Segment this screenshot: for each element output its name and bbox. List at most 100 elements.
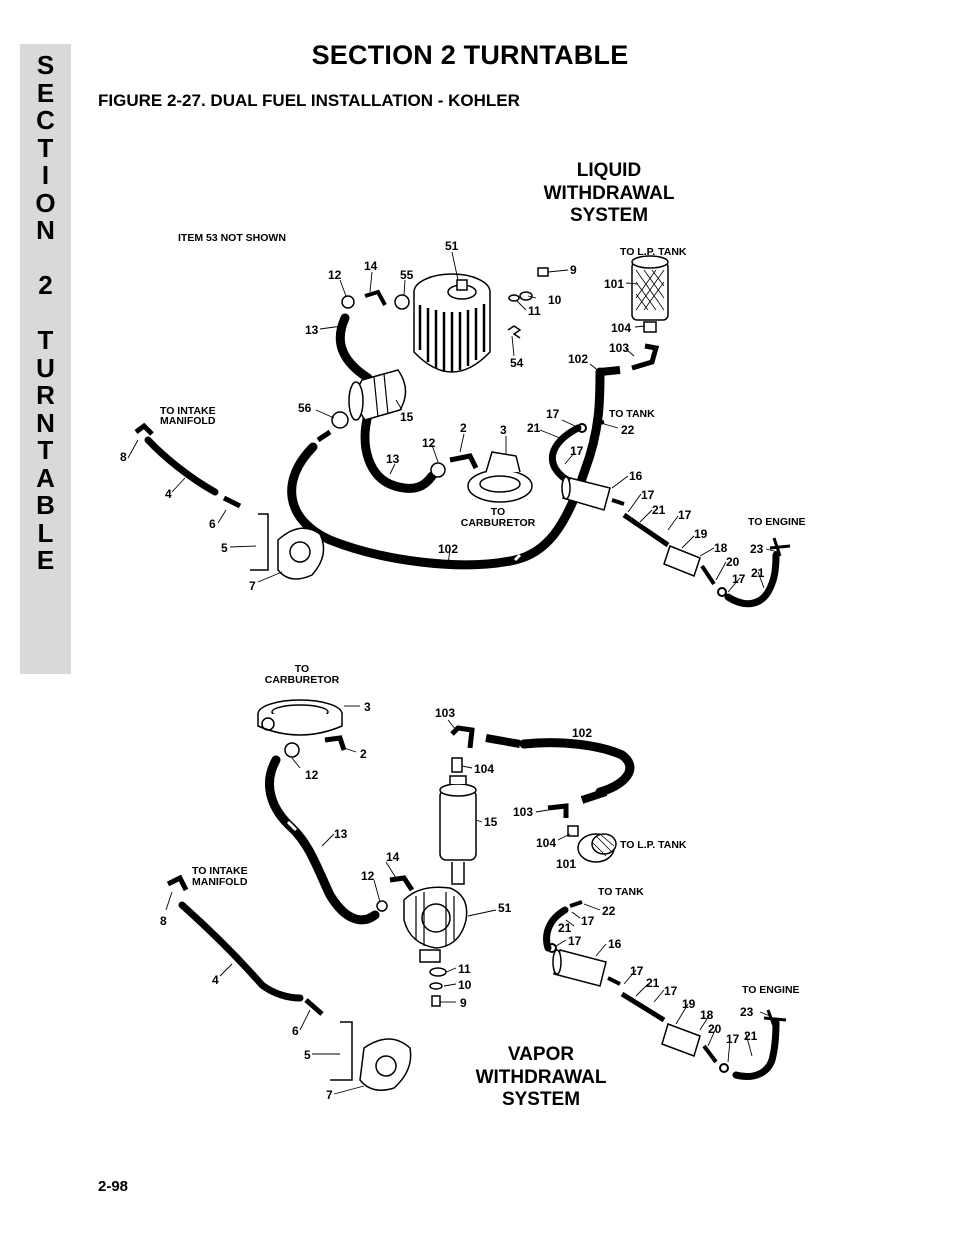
callout-22: 22 (621, 423, 635, 437)
liquid-to-tank: TO TANK (609, 408, 655, 420)
section-side-tab: S E C T I O N 2 T U R N T A B L E (20, 44, 71, 674)
side-letter: S (36, 50, 55, 80)
callout-2: 2 (460, 421, 467, 435)
callout-56: 56 (298, 401, 312, 415)
liquid-to-engine: TO ENGINE (748, 516, 806, 528)
side-letter: U (36, 352, 55, 383)
callout-12: 12 (361, 869, 375, 883)
side-letter: R (36, 380, 55, 410)
side-letter: O (35, 187, 56, 218)
callout-17: 17 (732, 572, 746, 586)
vapor-system-drawing (165, 699, 787, 1095)
callout-102: 102 (438, 542, 458, 556)
callout-9: 9 (570, 263, 577, 277)
callout-17: 17 (630, 964, 644, 978)
callout-18: 18 (700, 1008, 714, 1022)
vapor-system-title-1: VAPOR (508, 1044, 574, 1065)
side-letter: I (41, 160, 50, 190)
vapor-to-tank: TO TANK (598, 886, 644, 898)
callout-23: 23 (750, 542, 764, 556)
callout-17: 17 (568, 934, 582, 948)
side-letter: N (36, 215, 55, 245)
callout-51: 51 (498, 901, 512, 915)
callout-7: 7 (249, 579, 256, 593)
callout-10: 10 (548, 293, 562, 307)
vapor-system-title-2: WITHDRAWAL (476, 1067, 607, 1088)
callout-15: 15 (484, 815, 498, 829)
callout-101: 101 (556, 857, 576, 871)
side-letter: T (37, 435, 54, 465)
item-53-note: ITEM 53 NOT SHOWN (178, 232, 286, 244)
side-letter: E (36, 77, 55, 108)
vapor-to-carb-2: CARBURETOR (265, 674, 340, 686)
callout-12: 12 (422, 436, 436, 450)
side-letter: T (37, 132, 54, 163)
callout-12: 12 (305, 768, 319, 782)
liquid-system-title-1: LIQUID (577, 160, 641, 181)
liquid-to-carb-2: CARBURETOR (461, 517, 536, 529)
side-letter: C (36, 105, 55, 135)
callout-101: 101 (604, 277, 624, 291)
callout-17: 17 (641, 488, 655, 502)
callout-21: 21 (558, 921, 572, 935)
callout-14: 14 (386, 850, 400, 864)
callout-8: 8 (160, 914, 167, 928)
side-letter: N (36, 407, 55, 438)
callout-8: 8 (120, 450, 127, 464)
liquid-to-intake-1: TO INTAKE (160, 405, 216, 417)
callout-7: 7 (326, 1088, 333, 1102)
callout-104: 104 (536, 836, 556, 850)
callout-104: 104 (611, 321, 631, 335)
liquid-to-lp-tank: TO L.P. TANK (620, 246, 687, 258)
callout-102: 102 (572, 726, 592, 740)
callout-6: 6 (292, 1024, 299, 1038)
liquid-to-carb-1: TO (491, 506, 505, 518)
callout-10: 10 (458, 978, 472, 992)
callout-103: 103 (435, 706, 455, 720)
callout-12: 12 (328, 268, 342, 282)
callout-4: 4 (165, 487, 172, 501)
vapor-system-title-3: SYSTEM (502, 1089, 580, 1110)
callout-17: 17 (678, 508, 692, 522)
callout-22: 22 (602, 904, 616, 918)
vapor-to-intake-1: TO INTAKE (192, 865, 248, 877)
callout-55: 55 (400, 268, 414, 282)
callout-21: 21 (751, 566, 765, 580)
callout-4: 4 (212, 973, 219, 987)
callout-13: 13 (334, 827, 348, 841)
callout-5: 5 (221, 541, 228, 555)
callout-13: 13 (386, 452, 400, 466)
side-tab-letters: S E C T I O N 2 T U R N T A B L E (20, 50, 71, 575)
page-title: SECTION 2 TURNTABLE (311, 40, 629, 70)
vapor-to-engine: TO ENGINE (742, 984, 800, 996)
figure-title: FIGURE 2-27. DUAL FUEL INSTALLATION - KO… (98, 91, 520, 110)
vapor-to-carb-1: TO (295, 663, 309, 675)
liquid-system-title-3: SYSTEM (570, 205, 648, 226)
callout-9: 9 (460, 996, 467, 1010)
callout-17: 17 (570, 444, 584, 458)
callout-16: 16 (608, 937, 622, 951)
callout-3: 3 (500, 423, 507, 437)
vapor-to-intake-2: MANIFOLD (192, 876, 248, 888)
callout-51: 51 (445, 239, 459, 253)
callout-17: 17 (581, 914, 595, 928)
callout-13: 13 (305, 323, 319, 337)
vapor-to-lp-tank: TO L.P. TANK (620, 839, 687, 851)
callout-5: 5 (304, 1048, 311, 1062)
callout-17: 17 (546, 407, 560, 421)
page-number: 2-98 (98, 1178, 129, 1195)
callout-15: 15 (400, 410, 414, 424)
callout-16: 16 (629, 469, 643, 483)
callout-21: 21 (527, 421, 541, 435)
callout-20: 20 (708, 1022, 722, 1036)
side-letter: B (36, 490, 55, 520)
liquid-system-drawing (127, 251, 791, 608)
callout-6: 6 (209, 517, 216, 531)
callout-17: 17 (726, 1032, 740, 1046)
callout-21: 21 (744, 1029, 758, 1043)
callout-102: 102 (568, 352, 588, 366)
side-letter: 2 (38, 270, 53, 300)
callout-21: 21 (652, 503, 666, 517)
callout-19: 19 (694, 527, 708, 541)
